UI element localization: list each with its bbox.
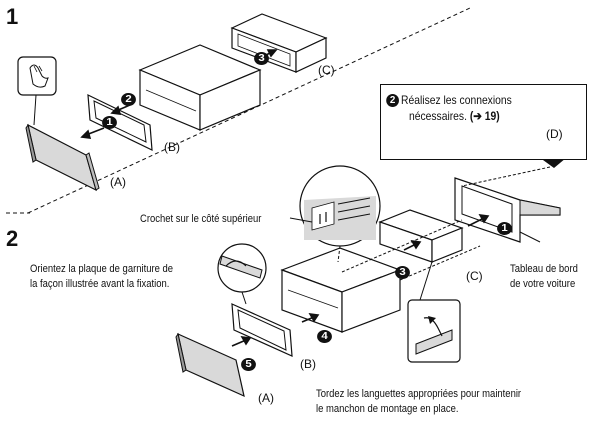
tabs-note-line-1: Tordez les languettes appropriées pour m… [316, 388, 522, 400]
mounting-sleeve-c-step1 [230, 13, 328, 73]
label-b-step2: (B) [300, 357, 316, 371]
page-reference: (➔ 19) [469, 109, 500, 123]
step-separator-line [27, 7, 471, 214]
dashboard-note-line-2: de votre voiture [510, 278, 576, 290]
marker-3-step1: 3 [254, 52, 269, 65]
alignment-guides [341, 219, 481, 281]
trim-plate-b-step2 [231, 303, 293, 357]
receiver-unit-step1 [138, 44, 262, 131]
label-b-step1: (B) [164, 140, 180, 154]
faceplate-a-step1 [25, 123, 100, 192]
tabs-note-line-2: le manchon de montage en place. [316, 403, 459, 415]
label-c-step1: (C) [318, 63, 335, 77]
trim-plate-b-step1 [87, 94, 153, 151]
callout-text-2: nécessaires. [409, 109, 467, 123]
car-dashboard-step2 [454, 177, 561, 243]
hook-zoom-icon [289, 165, 381, 263]
marker-5-step2: 5 [241, 358, 256, 371]
step1-arrows [80, 49, 278, 139]
label-a-step1: (A) [110, 175, 126, 189]
marker-3-step2: 3 [395, 266, 410, 279]
label-d: (D) [546, 127, 563, 141]
marker-1-step1: 1 [102, 116, 117, 129]
connections-callout-box: 2 Réalisez les connexions nécessaires. (… [380, 84, 587, 160]
label-a-step2: (A) [258, 391, 274, 405]
callout-line-1: 2 Réalisez les connexions [386, 93, 512, 108]
bend-tab-zoom-icon [407, 299, 461, 363]
receiver-unit-step2 [280, 247, 402, 333]
label-c-step2: (C) [466, 269, 483, 283]
marker-1-step2: 1 [497, 222, 512, 235]
callout-text-1: Réalisez les connexions [401, 93, 512, 107]
callout-line-2: nécessaires. (➔ 19) [409, 109, 500, 123]
step-2-number: 2 [6, 226, 19, 251]
step2-arrows [231, 214, 490, 347]
hand-press-icon [17, 56, 57, 126]
orient-note-line-2: la façon illustrée avant la fixation. [30, 278, 170, 290]
orient-note-line-1: Orientez la plaque de garniture de [30, 263, 174, 275]
step-1-number: 1 [6, 4, 19, 29]
trim-plate-zoom-icon [217, 243, 267, 305]
dashboard-note-line-1: Tableau de bord [510, 263, 578, 275]
mounting-sleeve-c-step2 [378, 209, 464, 301]
marker-4-step2: 4 [317, 330, 332, 343]
marker-2-step1: 2 [121, 93, 136, 106]
faceplate-a-step2 [175, 332, 245, 398]
hook-note: Crochet sur le côté supérieur [140, 213, 262, 225]
callout-marker-2: 2 [386, 94, 399, 108]
